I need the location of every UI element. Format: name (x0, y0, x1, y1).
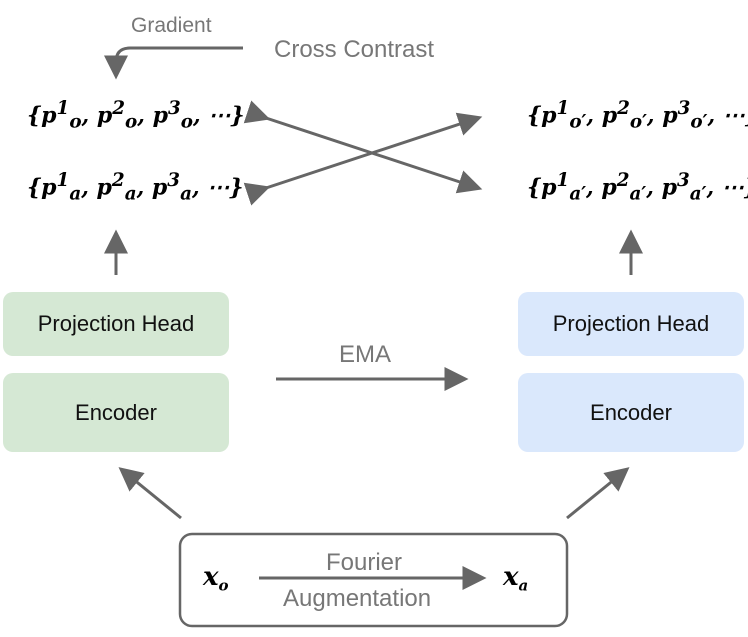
gradient-arrow (104, 46, 243, 80)
fourier-label: Fourier (326, 549, 403, 576)
left-projection-head: Projection Head (3, 292, 229, 356)
input-x-a: xa (503, 562, 529, 595)
right-projection-head: Projection Head (518, 292, 744, 356)
cross-arrow-b (243, 112, 483, 206)
cross-contrast-label: Cross Contrast (274, 36, 435, 63)
ema-label: EMA (339, 341, 392, 368)
left-prototype-set-a: {p1a, p2a, p3a, ⋯} (27, 170, 244, 205)
augmentation-label: Augmentation (283, 585, 432, 612)
input-box (178, 532, 569, 628)
left-encoder: Encoder (3, 373, 229, 452)
left-prototype-set-o: {p1o, p2o, p3o, ⋯} (27, 98, 245, 133)
right-encoder: Encoder (518, 373, 744, 452)
gradient-label: Gradient (131, 14, 212, 37)
right-prototype-set-o: {p1o′, p2o′, p3o′, ⋯} (527, 98, 748, 133)
left-input-arrow (118, 467, 182, 520)
right-prototype-set-a: {p1a′, p2a′, p3a′, ⋯} (527, 170, 748, 205)
right-input-arrow (566, 467, 630, 520)
input-x-o: xo (203, 562, 229, 595)
